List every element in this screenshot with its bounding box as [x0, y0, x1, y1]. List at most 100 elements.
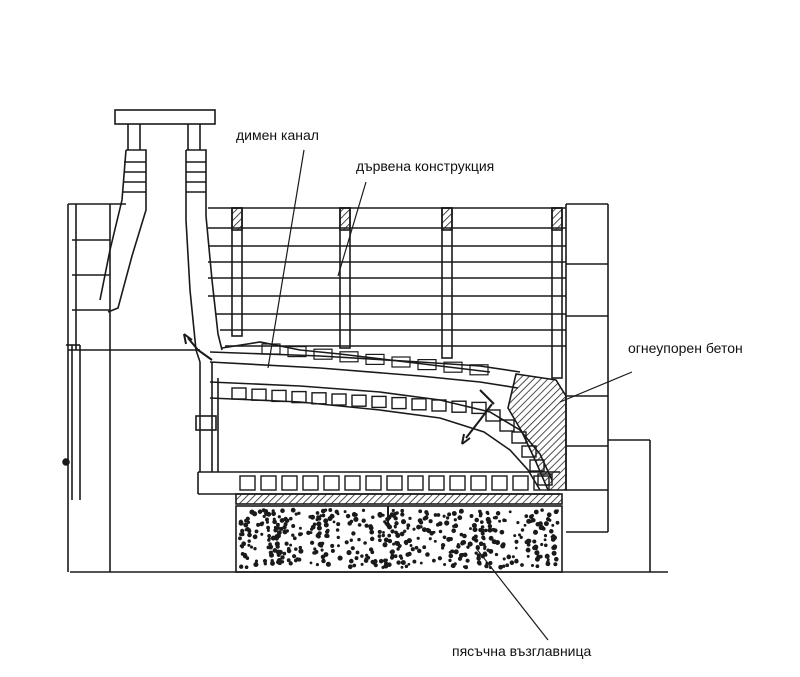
sand-dot — [483, 528, 488, 533]
sand-dot — [503, 518, 507, 523]
hearth-floor — [197, 471, 563, 505]
sand-dot — [325, 529, 330, 534]
sand-dot — [545, 517, 551, 522]
sand-dot — [493, 528, 498, 533]
smoke-channel-duct — [185, 149, 223, 363]
slab-brick — [469, 364, 489, 376]
sand-dot — [422, 516, 427, 521]
sand-dot — [400, 512, 405, 517]
sand-dot — [396, 560, 401, 565]
sand-dot — [442, 535, 447, 540]
sand-dot — [351, 531, 356, 536]
sand-dot — [325, 561, 331, 567]
sand-dot — [321, 558, 326, 564]
sand-dot — [482, 542, 486, 546]
slab-brick — [287, 346, 307, 358]
sand-dot — [474, 551, 478, 555]
sand-dot — [292, 536, 297, 541]
sand-dot — [389, 512, 395, 518]
sand-dot — [543, 543, 548, 548]
sand-dot — [484, 553, 488, 557]
sand-dot — [360, 562, 364, 566]
sand-dot — [485, 510, 490, 515]
vault-brick — [511, 431, 527, 444]
sand-dot — [382, 542, 388, 548]
left-wall — [62, 203, 200, 572]
sand-dot — [266, 511, 272, 517]
sand-dot — [506, 554, 512, 560]
hearth-brick — [428, 475, 445, 491]
hearth-brick — [449, 475, 466, 491]
sand-dot — [514, 546, 518, 550]
sand-dot — [390, 529, 395, 534]
sand-dot — [293, 558, 298, 563]
sand-dot — [390, 553, 395, 558]
sand-dot — [467, 541, 473, 547]
sand-dot — [253, 547, 257, 551]
oven-vault — [209, 381, 553, 491]
sand-dot — [377, 534, 382, 538]
sand-dot — [266, 525, 271, 530]
sand-dot — [417, 518, 423, 524]
sand-dot — [387, 538, 393, 544]
sand-dot — [350, 546, 355, 551]
sand-dot — [312, 522, 317, 527]
sand-dot — [277, 530, 282, 535]
sand-dot — [422, 545, 427, 550]
sand-dot — [343, 510, 347, 514]
hearth-brick — [491, 475, 508, 491]
sand-dot — [323, 518, 329, 524]
sand-dot — [404, 564, 409, 569]
sand-dot — [298, 545, 303, 550]
sand-dot — [404, 542, 408, 546]
sand-dot — [478, 527, 483, 533]
sand-dot — [437, 556, 443, 561]
sand-dot — [243, 522, 249, 528]
sand-dot — [488, 561, 493, 566]
sand-dot — [309, 527, 314, 531]
sand-dot — [262, 558, 268, 564]
vault-brick — [411, 398, 427, 411]
sand-dot — [553, 562, 558, 567]
sand-dot — [315, 563, 319, 567]
sand-dot — [282, 551, 287, 556]
sand-dot — [263, 562, 267, 566]
sand-dot — [363, 558, 369, 563]
sand-dot — [471, 535, 477, 542]
sand-dot — [392, 542, 396, 546]
sand-dot — [242, 553, 248, 559]
sand-dot — [433, 539, 437, 543]
sand-dot — [553, 509, 559, 515]
sand-dot — [450, 549, 455, 554]
sand-dot — [382, 530, 385, 534]
flow-arrows — [183, 333, 495, 524]
sand-dot — [519, 535, 523, 539]
hearth-brick — [386, 475, 403, 491]
sand-dot — [249, 545, 254, 549]
sand-dot — [361, 508, 366, 513]
hearth-brick — [344, 475, 361, 491]
vault-brick — [537, 473, 553, 486]
vault-brick — [251, 388, 267, 401]
sand-dot — [421, 527, 427, 533]
sand-dot — [345, 513, 351, 519]
sand-dot — [366, 555, 371, 560]
sand-dot — [289, 516, 293, 521]
sand-dot — [442, 514, 446, 518]
sand-dot — [396, 547, 400, 551]
vault-brick — [485, 409, 501, 422]
sand-dot — [393, 554, 398, 559]
sand-dot — [352, 563, 357, 568]
sand-dot — [275, 522, 280, 527]
sand-dot — [283, 522, 288, 527]
slab-brick — [313, 348, 333, 360]
sand-dot — [309, 514, 316, 520]
sand-dot — [511, 555, 515, 559]
sand-dot — [457, 515, 463, 521]
sand-dot — [337, 555, 343, 561]
sand-dot — [273, 527, 278, 533]
sand-dot — [381, 533, 386, 538]
sand-dot — [514, 539, 519, 544]
leader-refractory-concrete — [559, 371, 633, 403]
sand-dot — [335, 528, 340, 532]
